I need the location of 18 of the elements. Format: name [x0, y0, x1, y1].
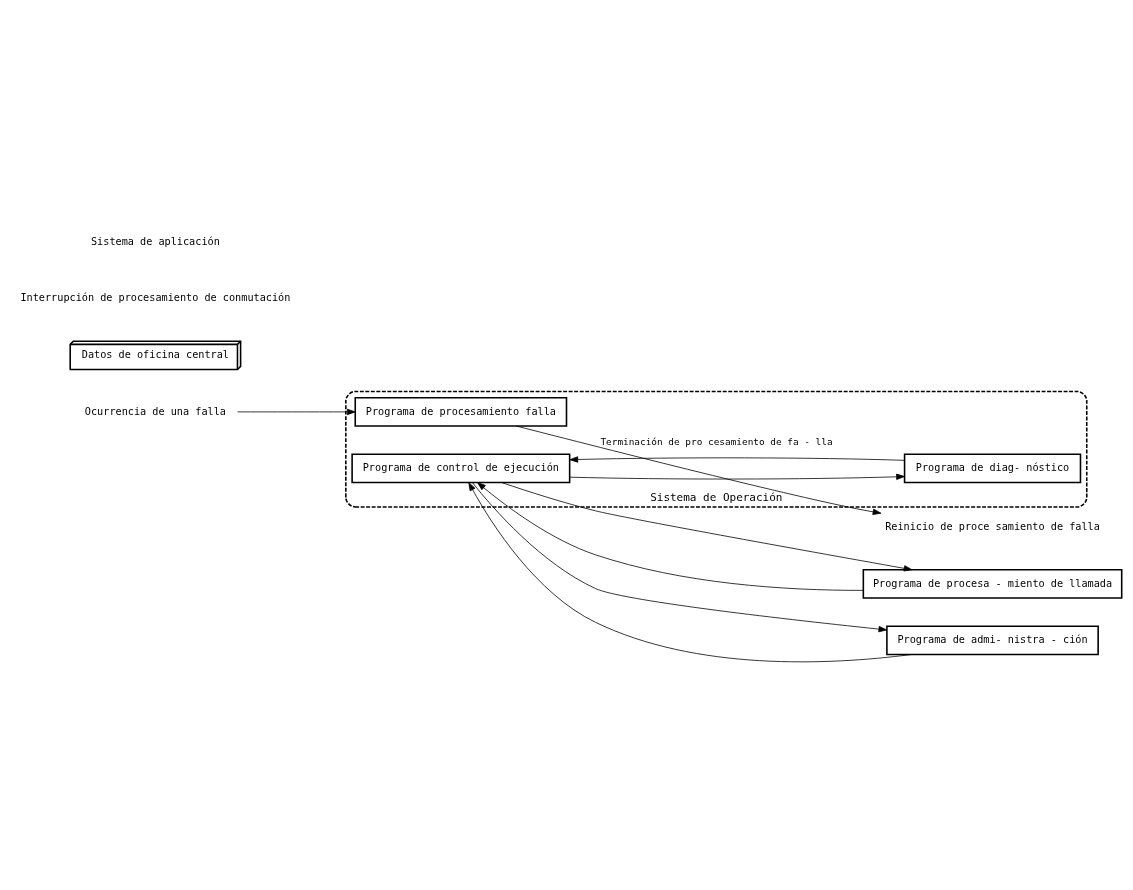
node-box: Programa de procesamiento falla: [354, 396, 568, 427]
arrow: [477, 482, 864, 591]
label: Sistema de aplicación: [90, 235, 220, 247]
node-text: Ocurrencia de una falla: [84, 405, 226, 417]
node-text: Reinicio de proce samiento de falla: [885, 521, 1100, 533]
edge-label: Terminación de pro cesamiento de fa - lla: [600, 435, 833, 447]
arrow: [516, 425, 882, 515]
node-box: Programa de admi- nistra - ción: [886, 625, 1099, 656]
arrow: [501, 482, 913, 572]
arrow: [569, 456, 905, 463]
arrow: [237, 408, 356, 416]
node-box: Programa de control de ejecución: [351, 453, 571, 484]
arrow: [472, 482, 888, 633]
node-box: Programa de procesa - miento de llamada: [862, 568, 1123, 599]
arrow: [468, 482, 912, 663]
label: Interrupción de procesamiento de conmutación: [20, 292, 291, 304]
node-box: Programa de diag- nóstico: [903, 453, 1082, 484]
arrow: [569, 473, 905, 480]
